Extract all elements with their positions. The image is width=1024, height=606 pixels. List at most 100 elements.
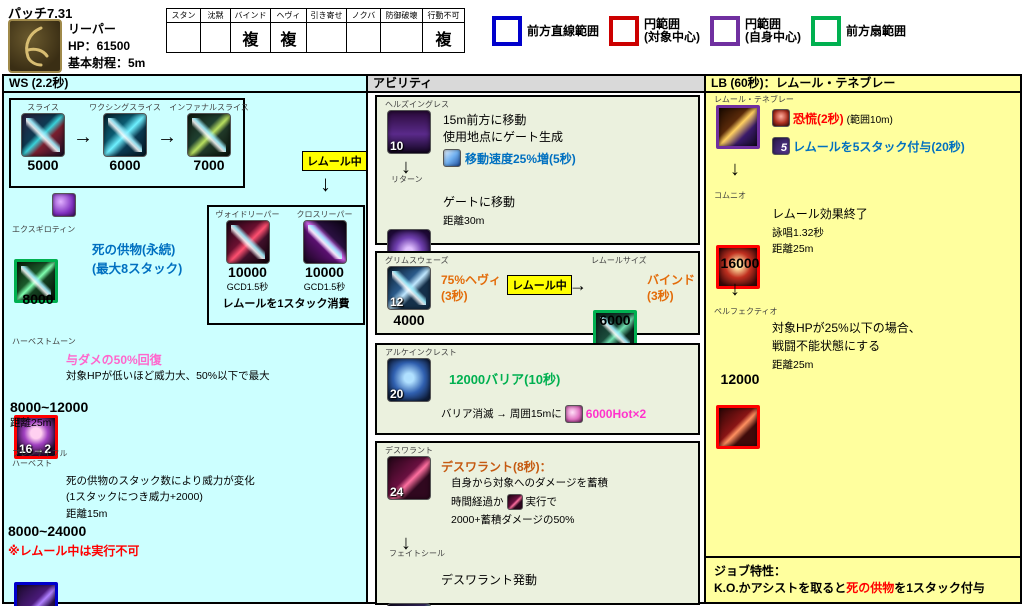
souls-note-2: (最大8スタック) — [92, 262, 183, 276]
communio-icon — [716, 245, 760, 289]
legend-item-self-circle: 円範囲(自身中心) — [710, 16, 801, 46]
void-reaping-icon — [225, 220, 270, 264]
val-silence — [200, 22, 231, 53]
effect-line: 15m前方に移動 — [443, 113, 527, 127]
val-stun — [166, 22, 201, 53]
void-reaping-cell: ヴォイドリーパー 10000 GCD1.5秒 — [210, 210, 286, 293]
heavy-debuff-text: 75%ヘヴィ — [441, 273, 502, 287]
hot-text: 6000Hot×2 — [585, 407, 647, 421]
trait-line: K.O.かアシストを取ると死の供物を1スタック付与 — [714, 581, 985, 595]
grim-swathe-box: グリムスウェーズ 12 4000 75%ヘヴィ (3秒) レムール中 → レムー… — [375, 251, 700, 354]
abilities-column-body: ヘルズイングレス 10 15m前方に移動 使用地点にゲート生成 移動速度25%増… — [368, 93, 704, 606]
hot-buff-icon — [564, 405, 583, 423]
recast-badge: 24 — [390, 485, 404, 499]
cone-aoe-swatch-icon — [811, 16, 842, 46]
terror-range: (範囲10m) — [846, 114, 893, 126]
recast-badge: 20 — [390, 387, 404, 401]
skill-gcd: GCD1.5秒 — [226, 282, 269, 292]
arcane-crest-box: アルケインクレスト 20 12000バリア(10秒) バリア消滅 → 周囲15m… — [375, 343, 700, 435]
recast-badge: 10 — [390, 139, 404, 153]
col-def-break: 防御破壊 — [380, 8, 423, 23]
skill-potency: 10000 — [228, 264, 267, 280]
val-knockback — [346, 22, 381, 53]
combo-arrow-icon: → — [73, 126, 93, 148]
restriction-note: ※レムール中は実行不可 — [8, 544, 140, 558]
legend-label: 前方扇範囲 — [846, 23, 907, 38]
warrant-title-text: デスワラント(8秒)： — [441, 460, 552, 474]
skill-name: エクスギロティン — [12, 225, 76, 234]
ws-combo-box: スライス 5000 → ワクシングスライス 6000 → インファナルスライス — [9, 98, 249, 188]
skill-name: フェイトシール — [389, 549, 445, 558]
col-bind: バインド — [230, 8, 271, 23]
skill-potency: 8000 — [22, 291, 54, 307]
skill-name: ペルフェクティオ — [714, 307, 778, 316]
souls-note-1: 死の供物(永続) — [92, 243, 176, 257]
stack-text: レムールを5スタック付与(20秒) — [793, 139, 965, 154]
death-warrant-mini-icon — [506, 494, 523, 510]
soul-gem-icon — [52, 193, 76, 217]
patch-label: パッチ7.31 — [8, 6, 73, 21]
skill-name: グリムスウェーズ — [385, 256, 449, 265]
heavy-debuff-duration: (3秒) — [441, 289, 468, 303]
speed-buff-row: 移動速度25%増(5秒) — [443, 149, 576, 167]
legend-label: 前方直線範囲 — [527, 23, 600, 38]
col-stun-lock: 行動不可 — [422, 8, 465, 23]
val-draw-in — [306, 22, 347, 53]
self-circle-swatch-icon — [710, 16, 741, 46]
barrier-burst-text: バリア消滅 → 周囲15mに — [441, 407, 562, 420]
bind-debuff-text: バインド — [647, 273, 696, 287]
lemure-skills-box: ヴォイドリーパー 10000 GCD1.5秒 クロスリーパー 10000 GCD… — [207, 205, 365, 325]
line-aoe-swatch-icon — [492, 16, 522, 46]
job-hp: HP：61500 — [68, 39, 131, 53]
skill-name: コムニオ — [714, 191, 746, 200]
skill-range: 距離30m — [443, 215, 485, 227]
speed-buff-text: 移動速度25%増(5秒) — [465, 151, 576, 166]
down-arrow-icon: ↓ — [401, 532, 411, 554]
skill-potency: 5000 — [27, 157, 59, 173]
val-heavy: 複 — [270, 22, 307, 53]
target-circle-swatch-icon — [609, 16, 640, 46]
skill-potency: 7000 — [193, 157, 225, 173]
lemure-stack-icon: 5 — [772, 137, 790, 155]
skill-name: ハーベストムーン — [12, 337, 76, 346]
combo-step-1: スライス 5000 — [13, 103, 73, 173]
col-draw-in: 引き寄せ — [306, 8, 347, 23]
job-info: リーパー HP：61500 基本射程：5m — [68, 21, 145, 72]
warrant-line-3: 2000+蓄積ダメージの50% — [451, 514, 575, 526]
perfectio-icon — [716, 405, 760, 449]
skill-name: レムールサイズ — [591, 256, 647, 265]
warrant-line-1: 自身から対象へのダメージを蓄積 — [451, 477, 608, 489]
lemure-state-tag: レムール中 — [507, 275, 572, 295]
warrant-line-2: 時間経過か 実行で — [451, 494, 557, 510]
abilities-column-header: アビリティ — [368, 76, 704, 93]
status-table-header-row: スタン 沈黙 バインド ヘヴィ 引き寄せ ノクバ 防御破壊 行動不可 — [166, 8, 465, 23]
skill-range: 距離25m — [772, 359, 814, 371]
skill-potency: 6000 — [109, 157, 141, 173]
legend-item-cone-aoe: 前方扇範囲 — [811, 16, 906, 46]
grim-swathe-icon: 12 — [387, 266, 431, 310]
hot-row: バリア消滅 → 周囲15mに 6000Hot×2 — [441, 405, 646, 423]
plentiful-harvest-icon: 60 — [14, 582, 58, 606]
job-icon — [8, 19, 62, 73]
cross-reaping-icon — [302, 220, 347, 264]
skill-name: デスワラント — [385, 446, 433, 455]
arcane-crest-icon: 20 — [387, 358, 431, 402]
legend-label: 円範囲 — [644, 17, 681, 31]
down-arrow-icon: ↓ — [320, 171, 331, 196]
harvest-moon-icon: 16→2 — [14, 415, 58, 459]
death-warrant-icon: 24 — [387, 456, 431, 500]
cross-reaping-cell: クロスリーパー 10000 GCD1.5秒 — [287, 210, 363, 293]
potency-note-1: 死の供物のスタック数により威力が変化 — [66, 475, 255, 487]
stack-row: 5 レムールを5スタック付与(20秒) — [772, 137, 965, 155]
status-table-value-row: 複 複 複 — [166, 22, 465, 53]
skill-range: 距離15m — [66, 508, 108, 520]
lb-column-body: レムール・テネブレー 恐慌(2秒) (範囲10m) 5 レムールを5スタック付与… — [706, 93, 1020, 602]
combo-step-2: ワクシングスライス 6000 — [89, 103, 161, 173]
effect-line: 戦闘不能状態にする — [772, 339, 881, 353]
skill-potency: 12000 — [720, 371, 760, 387]
effect-line: レムール効果終了 — [772, 207, 868, 221]
scythe-glyph-icon — [25, 26, 49, 67]
effect-line: 対象HPが25%以下の場合、 — [772, 321, 921, 335]
skill-potency: 8000~24000 — [8, 523, 87, 539]
